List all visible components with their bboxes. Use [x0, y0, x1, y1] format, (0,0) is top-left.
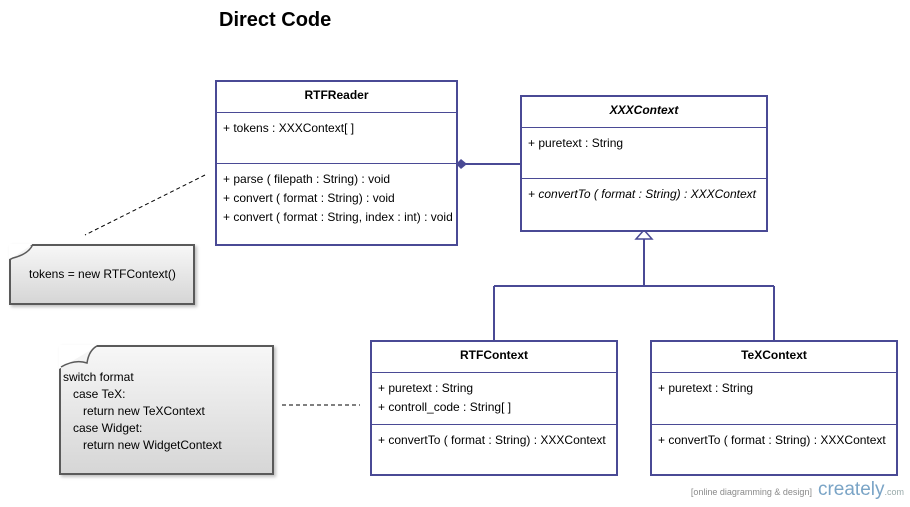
class-attributes: + puretext : String: [652, 373, 896, 425]
generalization-arrowhead: [634, 228, 654, 240]
class-name: TeXContext: [652, 342, 896, 373]
operation: + convertTo ( format : String) : XXXCont…: [528, 187, 756, 201]
class-operations: + convertTo ( format : String) : XXXCont…: [652, 425, 896, 450]
note-text: switch format: [63, 370, 134, 384]
class-operations: + convertTo ( format : String) : XXXCont…: [522, 179, 766, 204]
note-switch[interactable]: switch format case TeX: return new TeXCo…: [59, 345, 274, 475]
class-name: RTFContext: [372, 342, 616, 373]
note-tokens[interactable]: tokens = new RTFContext(): [9, 244, 195, 305]
class-attributes: + tokens : XXXContext[ ]: [217, 113, 456, 164]
class-name: XXXContext: [522, 97, 766, 128]
note-text: case TeX:: [63, 387, 126, 401]
note-fold-icon: [9, 244, 34, 260]
class-name: RTFReader: [217, 82, 456, 113]
class-operations: + convertTo ( format : String) : XXXCont…: [372, 425, 616, 450]
operation: + parse ( filepath : String) : void: [223, 172, 391, 186]
creately-watermark: [online diagramming & design] creately.c…: [691, 479, 904, 501]
note-text: return new WidgetContext: [63, 438, 222, 452]
composition-diamond: [456, 159, 467, 169]
class-texcontext[interactable]: TeXContext + puretext : String + convert…: [650, 340, 898, 476]
note-text: return new TeXContext: [63, 404, 205, 418]
attribute: + puretext : String: [528, 136, 624, 150]
note-text: case Widget:: [63, 421, 143, 435]
class-xxxcontext[interactable]: XXXContext + puretext : String + convert…: [520, 95, 768, 232]
logo-text: creately: [817, 479, 885, 500]
note-anchor-tokens: [84, 174, 206, 236]
class-operations: + parse ( filepath : String) : void + co…: [217, 164, 456, 227]
class-rtfcontext[interactable]: RTFContext + puretext : String + control…: [370, 340, 618, 476]
operation: + convertTo ( format : String) : XXXCont…: [378, 433, 606, 447]
note-fold-icon: [59, 345, 100, 369]
operation: + convert ( format : String) : void: [223, 191, 395, 205]
attribute: + puretext : String: [658, 381, 754, 395]
creately-logo: creately.com: [818, 479, 904, 501]
class-attributes: + puretext : String + controll_code : St…: [372, 373, 616, 425]
attribute: + controll_code : String[ ]: [378, 400, 512, 414]
operation: + convertTo ( format : String) : XXXCont…: [658, 433, 886, 447]
class-attributes: + puretext : String: [522, 128, 766, 179]
attribute: + puretext : String: [378, 381, 474, 395]
class-rtfreader[interactable]: RTFReader + tokens : XXXContext[ ] + par…: [215, 80, 458, 246]
attribute: + tokens : XXXContext[ ]: [223, 121, 355, 135]
note-text: tokens = new RTFContext(): [29, 267, 176, 281]
operation: + convert ( format : String, index : int…: [223, 210, 453, 224]
brand-tagline: [online diagramming & design]: [690, 487, 812, 497]
diagram-title: Direct Code: [219, 9, 332, 31]
logo-suffix: .com: [884, 487, 904, 497]
